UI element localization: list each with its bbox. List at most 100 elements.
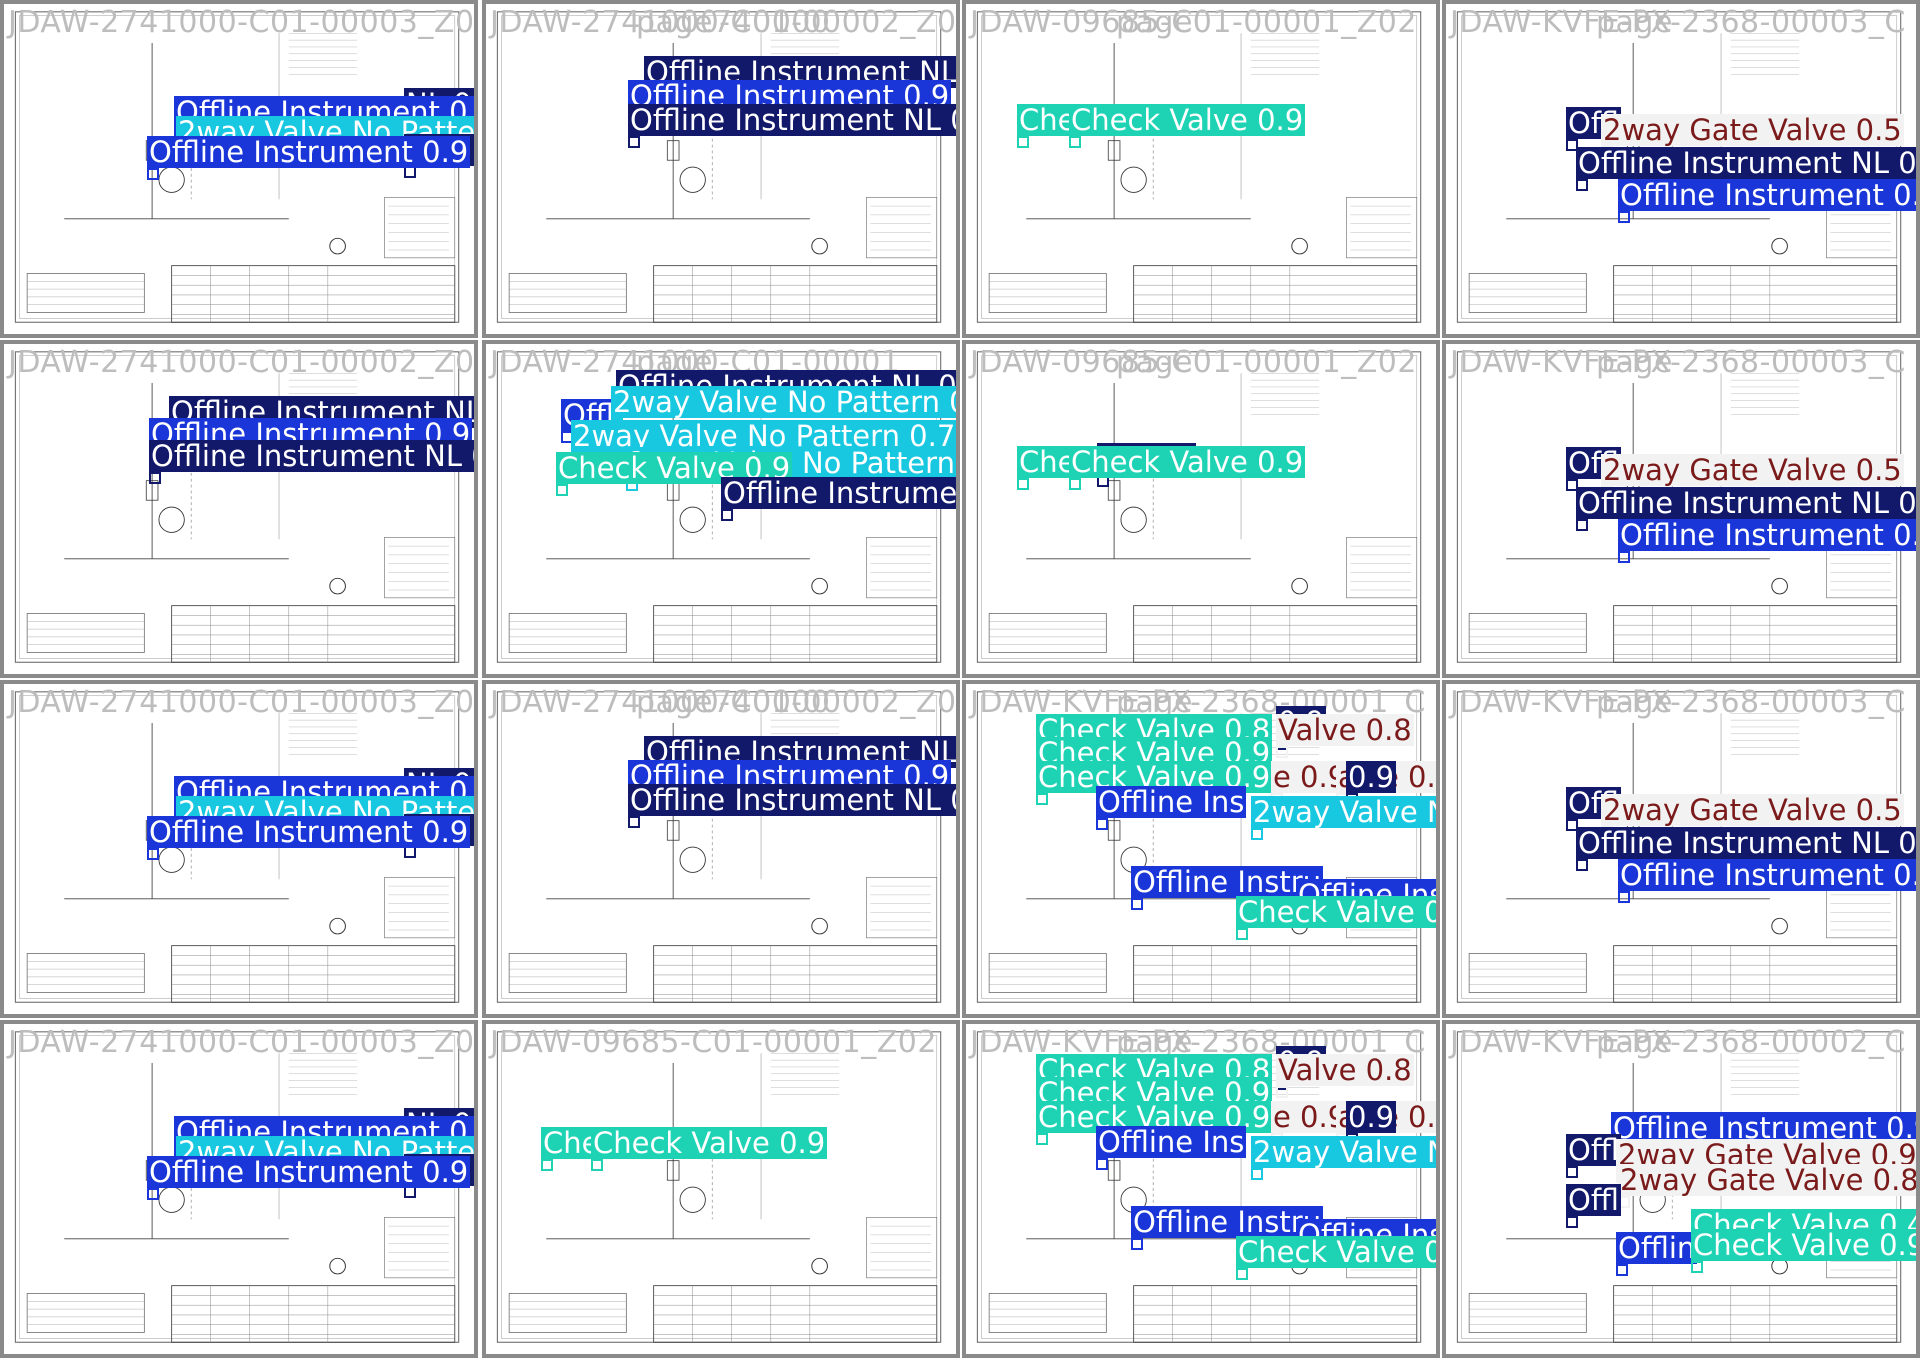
detection-box-marker	[591, 1159, 603, 1171]
detection-label-partial: Offl	[1566, 107, 1621, 139]
pump-symbol-icon	[1120, 166, 1147, 193]
tile-filename: JDAW-KVFE-PX-2368-00001_C	[970, 1025, 1426, 1060]
detection-box-marker	[1566, 1166, 1578, 1178]
detection-box-marker	[1236, 1268, 1248, 1280]
company-seal-icon	[1291, 577, 1308, 595]
detection-box-marker	[1069, 478, 1081, 490]
detection-box-marker	[1096, 818, 1108, 830]
pump-symbol-icon	[158, 506, 185, 533]
title-block	[1133, 265, 1418, 323]
detection-label-offline-instrument: Offline Instrument 0.9	[1611, 1112, 1916, 1144]
detection-box-marker	[1618, 891, 1630, 903]
detection-box-marker	[1131, 1238, 1143, 1250]
tile-page-overlay: page	[1596, 5, 1673, 40]
title-block	[653, 265, 938, 323]
tile-filename: JDAW-2741000-C01-00002_Z01	[490, 5, 960, 40]
engineering-drawing	[14, 351, 460, 663]
detection-label-offline-instrument: Offline Instrument 0.9	[147, 136, 471, 168]
detection-label-offline-instrument-nl: Offline Instrument NL 0.9	[628, 784, 956, 816]
sheet-border	[976, 351, 1422, 663]
revision-table	[26, 613, 145, 653]
drawing-tile: JDAW-09685-C01-00001_Z02pageOfflineCheck…	[962, 340, 1440, 678]
detection-label-offline-instrument-nl: Offline Instrument NL 0.9	[1576, 487, 1916, 519]
detection-label-2way-gate-valve: 2way Gate Valve 0.5	[1601, 114, 1904, 146]
title-block	[1133, 605, 1418, 663]
revision-table	[26, 273, 145, 313]
notes-block	[866, 877, 938, 939]
notes-block	[384, 1217, 456, 1279]
engineering-drawing	[496, 1031, 942, 1343]
sheet-inner-border	[501, 695, 938, 999]
detection-label-offline-instrument: Offline Instru	[1131, 866, 1324, 898]
detection-label-offline-instrument-nl: Offline Instrument NL 0.9	[721, 477, 956, 509]
company-seal-icon	[1771, 237, 1788, 255]
title-block	[171, 945, 456, 1003]
detection-label-2way-gate-valve: 2way Gate Valve 0.8	[1618, 1164, 1919, 1196]
detection-box-marker	[1691, 1261, 1703, 1273]
engineering-drawing	[976, 11, 1422, 323]
tile-page-overlay: page	[1116, 685, 1193, 720]
tile-filename: JDAW-KVFE-PX-2368-00002_C	[1450, 1025, 1906, 1060]
pump-symbol-icon	[679, 506, 706, 533]
revision-table	[508, 953, 627, 993]
valve-symbol-icon	[145, 480, 159, 501]
detection-label-offline-instrument: Offline Instrument 0.9	[1618, 519, 1916, 551]
notes-block	[866, 197, 938, 259]
detection-box-marker	[1576, 859, 1588, 871]
tile-page-overlay: page	[1116, 1025, 1193, 1060]
drawing-tile: JDAW-2741000-C01-00003_Z01NL 0.9Offline …	[0, 0, 478, 338]
pump-symbol-icon	[158, 166, 185, 193]
detection-label-offline-instrument: Offlin	[1616, 1232, 1698, 1264]
pump-symbol-icon	[679, 1186, 706, 1213]
detection-label-check-valve: Check Valve 0.9	[591, 1127, 828, 1159]
company-seal-icon	[1291, 237, 1308, 255]
notes-block	[1346, 537, 1418, 599]
revision-table	[1468, 953, 1587, 993]
detection-box-marker	[1576, 519, 1588, 531]
notes-block	[384, 197, 456, 259]
engineering-drawing	[976, 351, 1422, 663]
revision-table	[988, 1293, 1107, 1333]
detection-label-valve: Valve 0.8	[1276, 1054, 1414, 1086]
tile-filename: JDAW-09685-C01-00001_Z02	[490, 1025, 937, 1060]
detection-box-marker	[1616, 1264, 1628, 1276]
tile-filename: JDAW-09685-C01-00001_Z02	[970, 5, 1417, 40]
company-seal-icon	[329, 577, 346, 595]
detection-box-marker	[1566, 1216, 1578, 1228]
title-block	[1133, 945, 1418, 1003]
sheet-inner-border	[981, 355, 1418, 659]
revision-table	[1468, 273, 1587, 313]
company-seal-icon	[811, 1257, 828, 1275]
notes-block	[1346, 197, 1418, 259]
tile-page-overlay: page	[1116, 345, 1193, 380]
valve-symbol-icon	[1107, 480, 1121, 501]
detection-label-2way-valve-no-pattern: 2way Valve No Pattern 0.8	[611, 386, 956, 418]
detection-box-marker	[628, 136, 640, 148]
sheet-inner-border	[981, 695, 1418, 999]
tile-filename: JDAW-KVFE-PX-2368-00001_C	[970, 685, 1426, 720]
detection-label-check-valve: Check Valve 0.9	[1691, 1229, 1916, 1261]
valve-symbol-icon	[1107, 820, 1121, 841]
company-seal-icon	[1771, 577, 1788, 595]
valve-symbol-icon	[666, 1160, 680, 1181]
detection-label-2way-valve-no-pattern: 2way Valve No Pattern	[1251, 1136, 1436, 1168]
company-seal-icon	[811, 577, 828, 595]
company-seal-icon	[811, 237, 828, 255]
revision-table	[988, 273, 1107, 313]
title-block	[653, 945, 938, 1003]
revision-table	[26, 1293, 145, 1333]
notes-block	[384, 877, 456, 939]
sheet-inner-border	[19, 355, 456, 659]
detection-box-marker	[1036, 1133, 1048, 1145]
detection-box-marker	[556, 484, 568, 496]
detection-box-marker	[1096, 1158, 1108, 1170]
detection-box-marker	[1276, 746, 1288, 758]
pump-symbol-icon	[679, 846, 706, 873]
tile-page-overlay: page	[1596, 345, 1673, 380]
